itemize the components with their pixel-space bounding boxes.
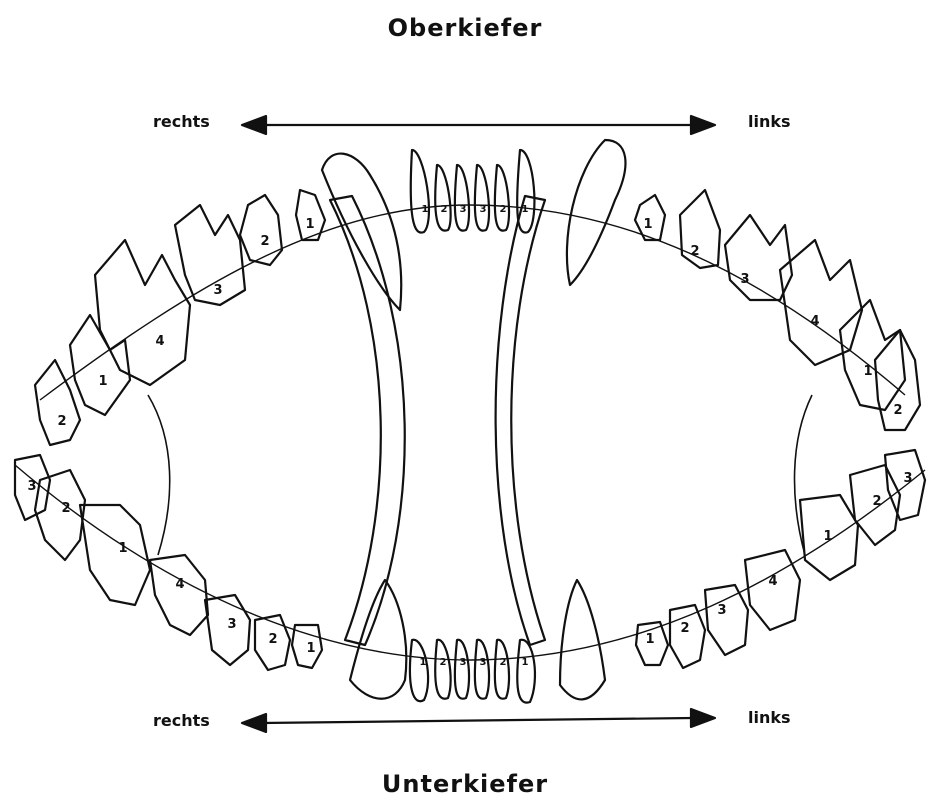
tooth-number: 1 bbox=[420, 657, 427, 668]
tooth-number: 2 bbox=[680, 621, 689, 636]
tooth-number: 1 bbox=[306, 641, 315, 656]
tooth-number: 1 bbox=[522, 657, 529, 668]
tooth-number: 2 bbox=[893, 403, 902, 418]
lower-left-cheek-teeth bbox=[636, 450, 925, 668]
tooth-number: 3 bbox=[27, 479, 36, 494]
tooth-number: 3 bbox=[213, 283, 222, 298]
upper-left-cheek-teeth bbox=[635, 190, 920, 430]
tooth-number: 2 bbox=[260, 234, 269, 249]
upper-right-cheek-teeth bbox=[35, 190, 325, 445]
tooth-number: 2 bbox=[440, 657, 447, 668]
tooth-number: 2 bbox=[500, 204, 507, 215]
tooth-number: 3 bbox=[460, 204, 467, 215]
tooth-number: 4 bbox=[175, 577, 184, 592]
tooth-number: 4 bbox=[810, 314, 819, 329]
tooth-number: 4 bbox=[155, 334, 164, 349]
tooth-number: 1 bbox=[863, 364, 872, 379]
right-inner-curve bbox=[148, 395, 170, 555]
tooth-number: 1 bbox=[305, 217, 314, 232]
tooth-number: 2 bbox=[268, 632, 277, 647]
tooth-number: 2 bbox=[441, 204, 448, 215]
tooth-number: 3 bbox=[480, 657, 487, 668]
tooth-number: 1 bbox=[522, 204, 529, 215]
tooth-number: 3 bbox=[717, 603, 726, 618]
upper-left-canine bbox=[567, 140, 626, 285]
tooth-number: 2 bbox=[57, 414, 66, 429]
tooth-number: 1 bbox=[823, 529, 832, 544]
tooth-number: 2 bbox=[690, 244, 699, 259]
lower-arch-line bbox=[15, 465, 925, 660]
upper-incisors bbox=[411, 150, 535, 233]
tooth-number: 1 bbox=[422, 204, 429, 215]
tooth-number: 3 bbox=[227, 617, 236, 632]
tooth-number: 2 bbox=[500, 657, 507, 668]
tooth-number: 1 bbox=[643, 217, 652, 232]
lower-incisors bbox=[410, 640, 535, 703]
tooth-number: 1 bbox=[645, 632, 654, 647]
tooth-number: 3 bbox=[460, 657, 467, 668]
tooth-number: 1 bbox=[98, 374, 107, 389]
tooth-number: 2 bbox=[872, 494, 881, 509]
bottom-direction-arrow bbox=[242, 709, 715, 732]
tooth-number: 3 bbox=[480, 204, 487, 215]
top-direction-arrow bbox=[242, 116, 715, 134]
tooth-number: 1 bbox=[118, 541, 127, 556]
mandible-left-body bbox=[496, 196, 545, 645]
tooth-number: 4 bbox=[768, 574, 777, 589]
tooth-number: 3 bbox=[903, 471, 912, 486]
tooth-number: 2 bbox=[61, 501, 70, 516]
lower-left-canine bbox=[560, 580, 605, 699]
tooth-number: 3 bbox=[740, 272, 749, 287]
